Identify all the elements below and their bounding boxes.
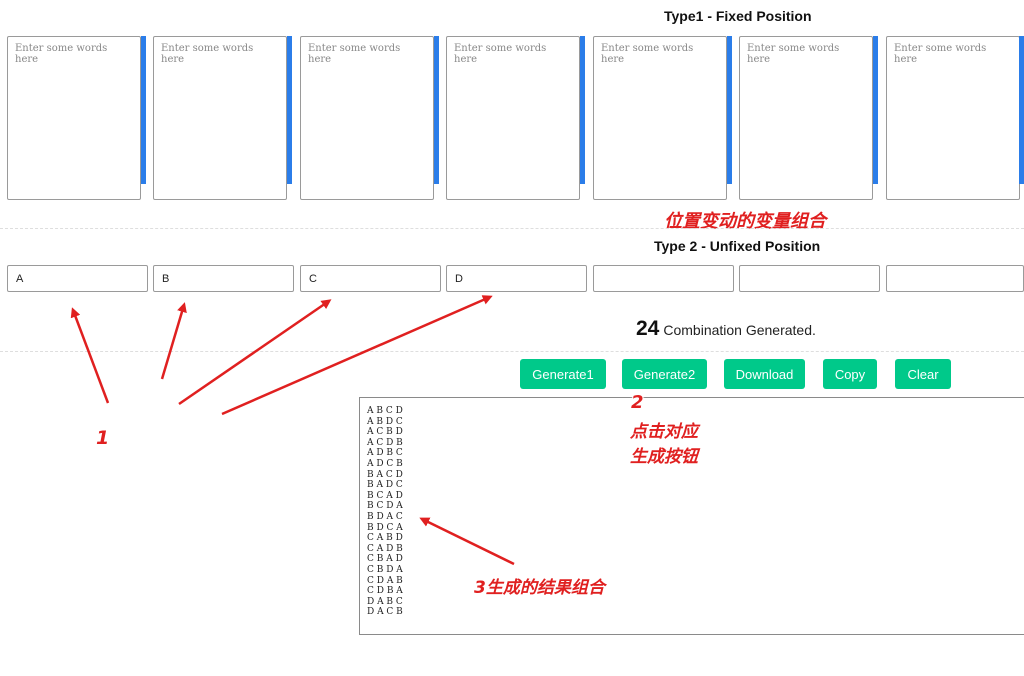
clear-button[interactable]: Clear: [895, 359, 951, 389]
combination-count-number: 24: [636, 317, 660, 340]
copy-button[interactable]: Copy: [823, 359, 877, 389]
result-line: D A C B: [367, 607, 403, 618]
type1-textarea-1[interactable]: [7, 36, 141, 200]
type2-input-3[interactable]: [300, 265, 441, 292]
result-line: A B C D: [367, 406, 403, 416]
result-line: B A C D: [367, 469, 403, 480]
result-line: D A B C: [367, 596, 403, 607]
generate1-button[interactable]: Generate1: [520, 359, 606, 389]
arrow-to-input-c: [178, 299, 332, 406]
arrow-to-input-a: [70, 307, 110, 404]
result-line: A D C B: [367, 458, 403, 469]
result-line: A D B C: [367, 448, 403, 459]
result-line: C A B D: [367, 533, 403, 544]
result-line: B C A D: [367, 490, 403, 501]
result-line: A C B D: [367, 427, 403, 438]
result-line: C B A D: [367, 554, 403, 565]
result-line: C B D A: [367, 564, 403, 575]
arrow-to-input-b: [160, 302, 187, 380]
type2-input-4[interactable]: [446, 265, 587, 292]
annotation-variable-combination: 位置变动的变量组合: [664, 211, 826, 232]
textarea-scroll-indicator: [580, 36, 585, 184]
result-line: C D A B: [367, 575, 403, 586]
generate2-button[interactable]: Generate2: [622, 359, 707, 389]
textarea-scroll-indicator: [1019, 36, 1024, 184]
type2-input-1[interactable]: [7, 265, 148, 292]
result-line: C A D B: [367, 543, 403, 554]
download-button[interactable]: Download: [724, 359, 805, 389]
annotation-step-1: 1: [96, 427, 110, 449]
type1-textarea-4[interactable]: [446, 36, 580, 200]
type2-input-7[interactable]: [886, 265, 1024, 292]
result-line: A B D C: [367, 416, 403, 427]
type2-input-6[interactable]: [739, 265, 880, 292]
combination-count-label: Combination Generated.: [663, 322, 816, 338]
type1-textarea-2[interactable]: [153, 36, 287, 200]
result-line: B A D C: [367, 480, 403, 491]
textarea-scroll-indicator: [141, 36, 146, 184]
result-line: B D C A: [367, 522, 403, 533]
type1-textarea-5[interactable]: [593, 36, 727, 200]
result-line: B D A C: [367, 511, 403, 522]
section-divider: [0, 228, 1024, 229]
type1-textarea-6[interactable]: [739, 36, 873, 200]
annotation-click-corresponding: 点击对应: [630, 422, 698, 442]
annotation-step-2: 2: [631, 392, 644, 413]
textarea-scroll-indicator: [287, 36, 292, 184]
type1-title: Type1 - Fixed Position: [664, 8, 812, 24]
type1-textarea-3[interactable]: [300, 36, 434, 200]
type2-title: Type 2 - Unfixed Position: [654, 238, 821, 254]
type2-input-2[interactable]: [153, 265, 294, 292]
textarea-scroll-indicator: [434, 36, 439, 184]
section-divider: [0, 351, 1024, 352]
result-line: A C D B: [367, 437, 403, 448]
textarea-scroll-indicator: [727, 36, 732, 184]
annotation-step-3-result: 3生成的结果组合: [474, 578, 605, 598]
textarea-scroll-indicator: [873, 36, 878, 184]
result-line: C D B A: [367, 586, 403, 597]
annotation-generate-button: 生成按钮: [630, 447, 698, 467]
type2-input-5[interactable]: [593, 265, 734, 292]
type1-textarea-7[interactable]: [886, 36, 1020, 200]
result-line: B C D A: [367, 501, 403, 512]
